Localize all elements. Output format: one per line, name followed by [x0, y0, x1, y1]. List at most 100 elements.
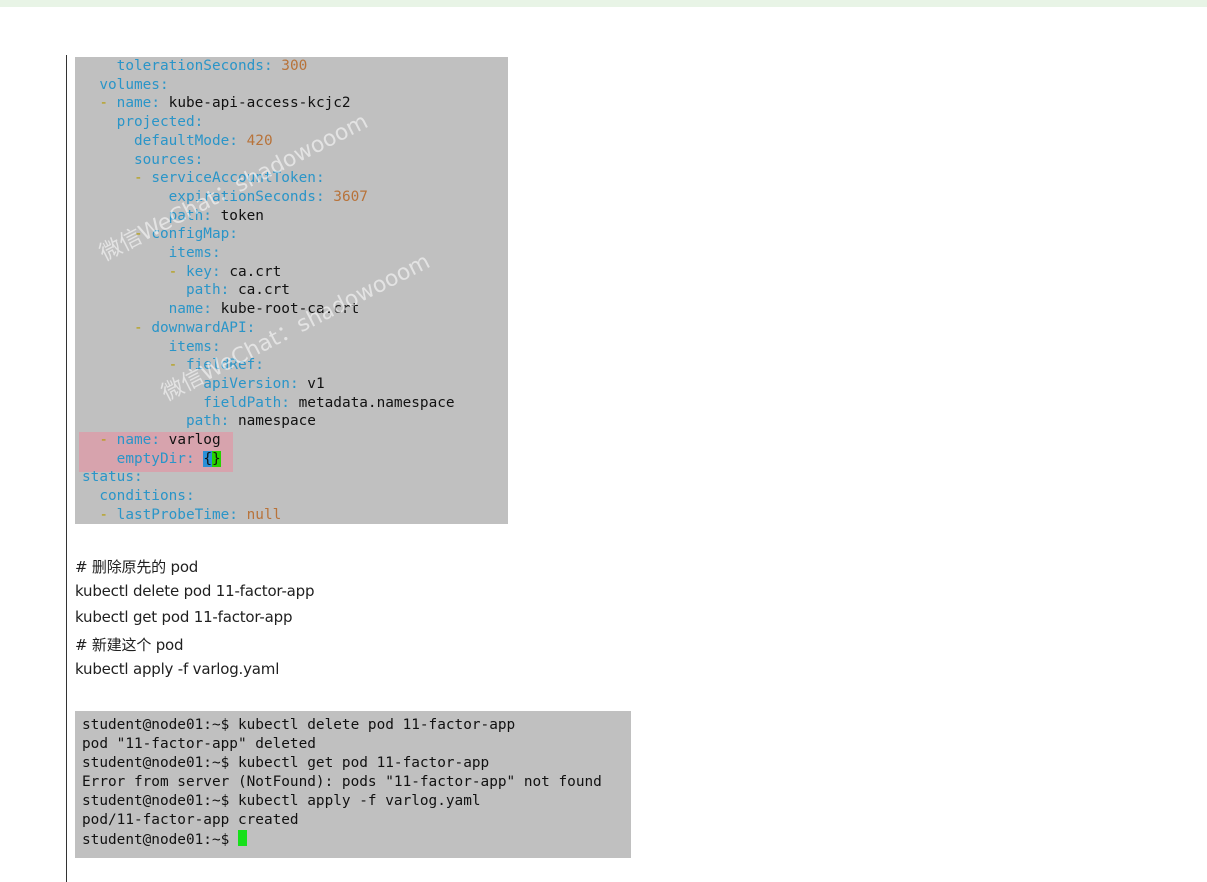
yaml-space	[229, 413, 238, 429]
terminal-line: student@node01:~$ kubectl get pod 11-fac…	[82, 755, 490, 771]
yaml-line: path: token	[82, 207, 264, 226]
left-border-line	[66, 55, 67, 882]
yaml-brace-open: {	[203, 450, 212, 467]
yaml-colon: :	[159, 76, 169, 93]
yaml-value: token	[220, 207, 264, 224]
top-bar	[0, 0, 1207, 7]
yaml-colon: :	[220, 413, 230, 430]
yaml-indent	[82, 58, 117, 74]
yaml-key: configMap	[151, 226, 230, 243]
yaml-space	[325, 189, 334, 205]
yaml-value: kube-root-ca.crt	[220, 301, 360, 318]
yaml-indent	[82, 208, 169, 224]
yaml-dash: -	[168, 263, 186, 280]
yaml-value: kube-api-access-kcjc2	[168, 95, 351, 112]
yaml-space	[273, 58, 282, 74]
yaml-key: tolerationSeconds	[116, 58, 264, 74]
yaml-indent	[82, 432, 99, 448]
yaml-line: name: kube-root-ca.crt	[82, 300, 360, 319]
yaml-value: v1	[307, 375, 325, 392]
yaml-space	[238, 133, 247, 149]
yaml-key: fieldRef	[185, 357, 256, 374]
yaml-key: emptyDir	[116, 450, 186, 467]
yaml-line: apiVersion: v1	[82, 375, 325, 394]
yaml-value: 300	[281, 58, 308, 74]
yaml-colon: :	[229, 506, 238, 523]
note-comment-delete: # 删除原先的 pod	[75, 558, 199, 576]
yaml-key: expirationSeconds	[168, 188, 316, 205]
yaml-colon: :	[315, 188, 325, 205]
yaml-colon: :	[133, 469, 143, 486]
yaml-colon: :	[203, 207, 212, 224]
yaml-value: metadata.namespace	[298, 394, 455, 411]
yaml-space	[229, 282, 238, 298]
yaml-key: name	[168, 301, 204, 318]
note-get-command: kubectl get pod 11-factor-app	[75, 608, 293, 626]
yaml-dash: -	[99, 506, 117, 523]
yaml-indent	[82, 189, 169, 205]
yaml-dash: -	[99, 432, 117, 448]
yaml-line: - fieldRef:	[82, 356, 264, 375]
yaml-line: items:	[82, 338, 221, 357]
yaml-space	[221, 264, 230, 280]
yaml-indent	[82, 114, 117, 130]
yaml-line: path: ca.crt	[82, 281, 290, 300]
yaml-colon: :	[289, 375, 299, 392]
terminal-line: Error from server (NotFound): pods "11-f…	[82, 774, 602, 790]
yaml-indent	[82, 95, 99, 111]
yaml-indent	[82, 77, 99, 93]
yaml-indent	[82, 357, 169, 373]
yaml-key: defaultMode	[133, 132, 230, 149]
yaml-key: path	[168, 207, 204, 224]
yaml-line: sources:	[82, 151, 203, 170]
yaml-key: sources	[133, 151, 195, 168]
yaml-key: lastProbeTime	[116, 506, 230, 523]
yaml-line: defaultMode: 420	[82, 132, 273, 151]
yaml-colon: :	[203, 301, 212, 318]
yaml-colon: :	[194, 114, 204, 131]
yaml-screenshot: tolerationSeconds: 300 volumes: - name: …	[75, 57, 508, 524]
terminal-line: student@node01:~$ kubectl delete pod 11-…	[82, 717, 516, 733]
yaml-line: - configMap:	[82, 225, 238, 244]
yaml-key: projected	[116, 114, 195, 131]
yaml-line: - serviceAccountToken:	[82, 169, 325, 188]
yaml-indent	[82, 320, 134, 336]
yaml-space	[290, 395, 299, 411]
yaml-key: conditions	[99, 488, 186, 505]
yaml-space	[238, 507, 247, 523]
yaml-indent	[82, 301, 169, 317]
yaml-indent	[82, 451, 117, 467]
yaml-indent	[82, 170, 134, 186]
yaml-space	[299, 376, 308, 392]
terminal-screenshot: student@node01:~$ kubectl delete pod 11-…	[75, 711, 631, 858]
yaml-space	[212, 208, 221, 224]
yaml-line: conditions:	[82, 487, 195, 506]
yaml-line: items:	[82, 244, 221, 263]
yaml-colon: :	[185, 450, 195, 467]
yaml-dash: -	[133, 226, 152, 243]
note-delete-command: kubectl delete pod 11-factor-app	[75, 582, 315, 600]
yaml-value: 3607	[333, 188, 368, 205]
yaml-dash: -	[133, 170, 152, 187]
yaml-space	[160, 432, 169, 448]
yaml-brace-close: }	[211, 450, 221, 467]
yaml-colon: :	[151, 432, 160, 448]
yaml-key: items	[168, 245, 212, 261]
yaml-dash: -	[133, 319, 152, 336]
yaml-line: path: namespace	[82, 412, 316, 431]
terminal-cursor	[237, 830, 247, 846]
yaml-indent	[82, 282, 186, 298]
yaml-key: name	[116, 432, 152, 448]
yaml-indent	[82, 245, 169, 261]
yaml-key: volumes	[99, 76, 160, 93]
yaml-value: namespace	[237, 413, 316, 430]
yaml-colon: :	[185, 488, 195, 505]
terminal-prompt-line: student@node01:~$	[82, 830, 247, 849]
terminal-line: student@node01:~$ kubectl apply -f varlo…	[82, 793, 481, 809]
yaml-dash: -	[168, 357, 186, 374]
note-comment-create: # 新建这个 pod	[75, 636, 184, 654]
yaml-indent	[82, 395, 203, 411]
yaml-key: key	[185, 263, 212, 280]
yaml-key: downwardAPI	[151, 319, 247, 336]
yaml-colon: :	[315, 170, 325, 187]
